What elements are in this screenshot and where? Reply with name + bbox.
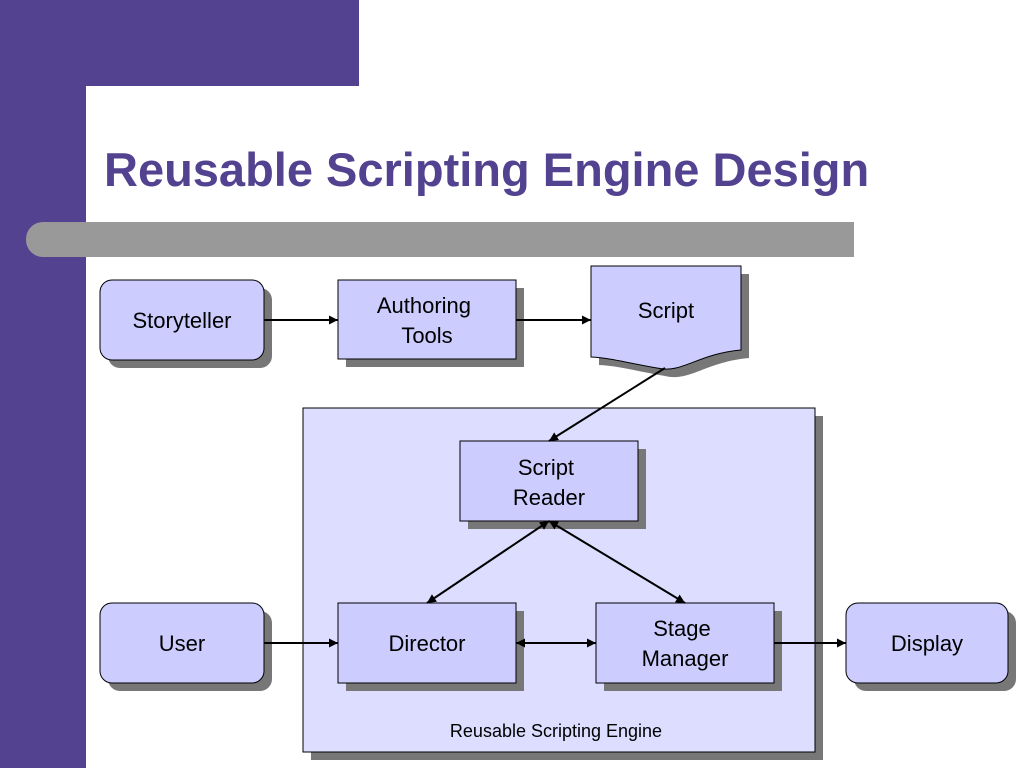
content-corner [86,86,146,146]
display-label: Display [891,631,963,656]
title-underline-bar [26,222,854,257]
slide-title: Reusable Scripting Engine Design [104,143,870,196]
user-label: User [159,631,205,656]
script-reader-label-line2: Reader [513,485,585,510]
authoring-tools-label-line2: Tools [401,323,452,348]
script-reader-node: Script Reader [459,440,646,529]
svg-text:Script Reader: Script Reader [513,455,585,510]
arrow-script-to-reader [548,367,666,442]
arrow-reader-stage-manager [548,520,686,604]
director-label: Director [388,631,465,656]
authoring-tools-node: Authoring Tools [337,279,524,367]
authoring-tools-label-line1: Authoring [377,293,471,318]
svg-text:Authoring Tools: Authoring Tools [377,293,477,348]
director-node: Director [337,602,524,691]
engine-label: Reusable Scripting Engine [450,721,662,741]
script-reader-label-line1: Script [518,455,574,480]
storyteller-node: Storyteller [99,279,272,368]
theme-side-band [0,0,86,768]
svg-text:Stage Manager: Stage Manager [642,616,729,671]
stage-manager-label-line2: Manager [642,646,729,671]
script-label: Script [638,298,694,323]
stage-manager-label-line1: Stage [653,616,711,641]
display-node: Display [845,602,1016,691]
script-document-node: Script [590,265,749,378]
stage-manager-node: Stage Manager [595,602,782,691]
user-node: User [99,602,272,691]
arrow-reader-director [426,520,550,604]
storyteller-label: Storyteller [132,308,231,333]
